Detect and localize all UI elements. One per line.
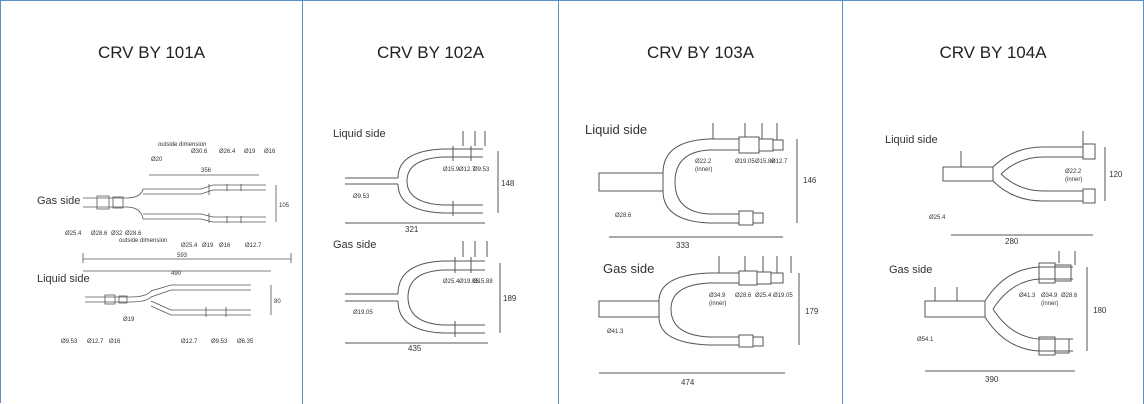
dim-label: 490 (171, 271, 182, 277)
dim-label: Ø34.9 (709, 293, 726, 299)
dim-label: Ø28.6 (615, 213, 632, 219)
dim-label: 179 (805, 307, 819, 316)
product-title: CRV BY 101A (97, 43, 206, 62)
dim-label: (inner) (1065, 177, 1082, 183)
dim-label: Ø30.6 (191, 149, 208, 155)
dim-label: 80 (274, 299, 281, 305)
product-title: CRV BY 102A (376, 43, 485, 62)
dim-label: outside dimension (119, 238, 167, 244)
dim-label: Ø16 (264, 149, 276, 155)
dim-label: Ø25.4 (443, 279, 460, 285)
dim-label: Ø19 (123, 317, 135, 323)
piping-drawing-104a: Liquid side Gas side 280 120 Ø25.4 Ø22.2… (885, 131, 1123, 384)
dim-label: Ø16 (109, 339, 121, 345)
gas-side-label: Gas side (333, 239, 376, 251)
dim-label: Ø25.4 (181, 243, 198, 249)
liquid-side-label: Liquid side (585, 122, 647, 137)
dim-label: 474 (681, 378, 695, 387)
dim-label: 356 (201, 168, 212, 174)
dim-label: Ø19 (244, 149, 256, 155)
dim-label: outside dimension (158, 142, 206, 148)
dim-label: Ø41.3 (607, 329, 624, 335)
dim-label: 280 (1005, 237, 1019, 246)
gas-side-label: Gas side (889, 264, 932, 276)
product-cell-102a: CRV BY 102A (303, 1, 559, 404)
dim-label: Ø19.05 (735, 159, 755, 165)
dim-label: 148 (501, 179, 515, 188)
dim-label: 105 (279, 203, 290, 209)
dim-label: (inner) (709, 301, 726, 307)
product-title: CRV BY 103A (646, 43, 755, 62)
piping-drawing-101a: Gas side Liquid side outside dimension Ø… (37, 142, 292, 345)
dim-label: Ø19.05 (459, 279, 479, 285)
dim-label: Ø22.2 (1065, 169, 1082, 175)
dim-label: Ø19.05 (773, 293, 793, 299)
dim-label: 435 (408, 344, 422, 353)
dim-label: 146 (803, 176, 817, 185)
dim-label: 180 (1093, 306, 1107, 315)
dim-label: Ø26.4 (219, 149, 236, 155)
dim-label: Ø15.88 (473, 279, 493, 285)
dim-label: Ø9.53 (211, 339, 228, 345)
dim-label: 321 (405, 225, 419, 234)
dim-label: Ø19.05 (353, 310, 373, 316)
dim-label: Ø41.3 (1019, 293, 1036, 299)
dim-label: Ø34.9 (1041, 293, 1058, 299)
liquid-side-label: Liquid side (333, 128, 386, 140)
dim-label: Ø12.7 (87, 339, 104, 345)
dim-label: Ø28.6 (1061, 293, 1078, 299)
dim-label: Ø25.4 (65, 231, 82, 237)
dim-label: Ø12.7 (181, 339, 198, 345)
dim-label: 189 (503, 294, 517, 303)
dim-label: Ø19 (202, 243, 214, 249)
piping-drawing-102a: Liquid side Gas side 321 148 Ø9.53 Ø15.9… (333, 128, 517, 353)
dim-label: Ø54.1 (917, 337, 934, 343)
dim-label: Ø6.35 (237, 339, 254, 345)
product-cell-103a: CRV BY 103A (559, 1, 843, 404)
dim-label: Ø15.9 (443, 167, 460, 173)
piping-drawing-103a: Liquid side Gas side 333 146 Ø28.6 Ø22.2… (585, 122, 819, 387)
dim-label: (inner) (695, 167, 712, 173)
dim-label: 120 (1109, 170, 1123, 179)
dim-label: Ø22.2 (695, 159, 712, 165)
dim-label: Ø20 (151, 157, 163, 163)
gas-side-label: Gas side (37, 195, 80, 207)
dim-label: 390 (985, 375, 999, 384)
dim-label: Ø28.6 (91, 231, 108, 237)
dim-label: 593 (177, 253, 188, 259)
dim-label: Ø25.4 (755, 293, 772, 299)
product-cell-101a: CRV BY 101A (1, 1, 303, 404)
dim-label: Ø28.6 (735, 293, 752, 299)
product-title: CRV BY 104A (939, 43, 1047, 62)
dim-label: Ø28.6 (125, 231, 142, 237)
liquid-side-label: Liquid side (885, 134, 938, 146)
dim-label: Ø9.53 (353, 194, 370, 200)
dim-label: Ø12.7 (459, 167, 476, 173)
product-cell-104a: CRV BY 104A (843, 1, 1144, 404)
dim-label: Ø12.7 (245, 243, 262, 249)
dim-label: Ø32 (111, 231, 123, 237)
dim-label: 333 (676, 241, 690, 250)
dim-label: Ø15.88 (755, 159, 775, 165)
dim-label: Ø9.53 (61, 339, 78, 345)
dim-label: Ø12.7 (771, 159, 788, 165)
gas-side-label: Gas side (603, 261, 654, 276)
liquid-side-label: Liquid side (37, 273, 90, 285)
dim-label: Ø16 (219, 243, 231, 249)
dim-label: Ø25.4 (929, 215, 946, 221)
dim-label: Ø9.53 (473, 167, 490, 173)
dim-label: (inner) (1041, 301, 1058, 307)
